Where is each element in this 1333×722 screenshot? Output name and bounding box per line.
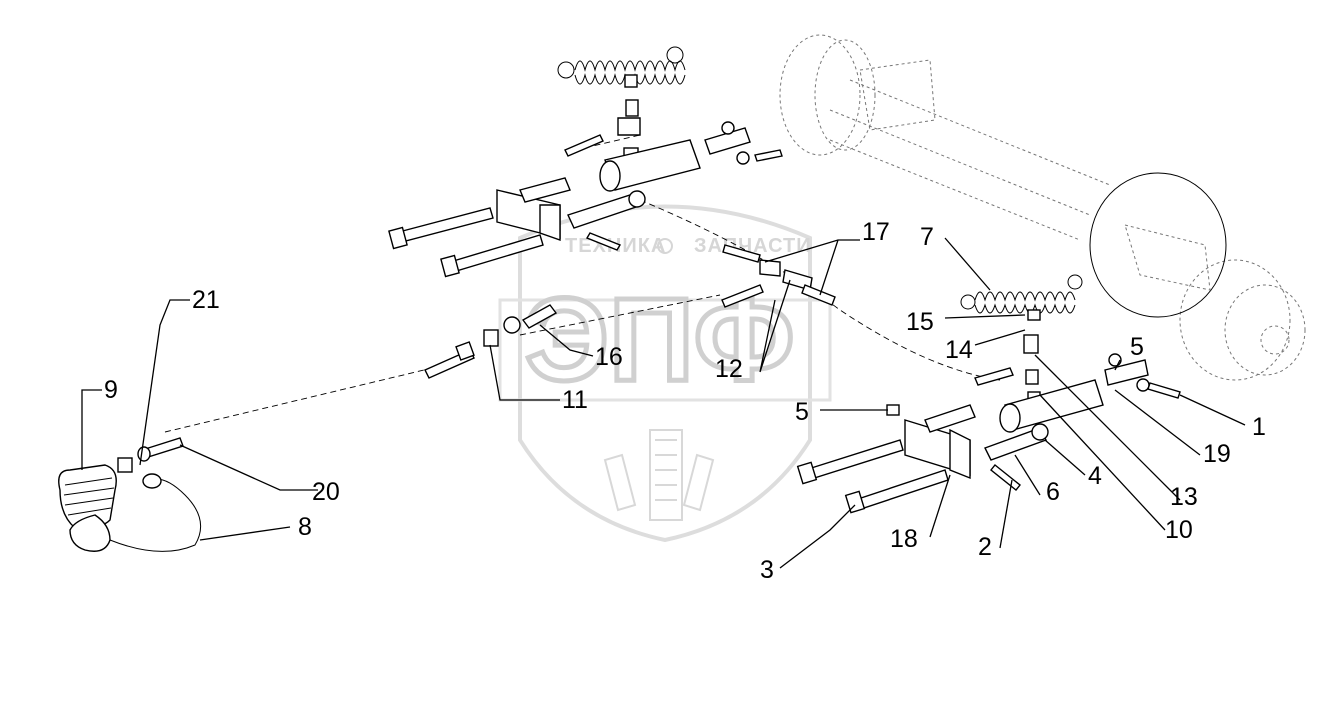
callout-19: 19: [1203, 440, 1231, 468]
callout-16: 16: [595, 343, 623, 371]
callout-4: 4: [1088, 462, 1102, 490]
callout-5-left: 5: [795, 398, 809, 426]
callout-5-right: 5: [1130, 333, 1144, 361]
callout-9: 9: [104, 376, 118, 404]
callout-15: 15: [906, 308, 934, 336]
leader-lines: [81, 237, 1246, 569]
middle-fittings: [424, 244, 836, 379]
watermark: ТЕХНИКА ЗАПЧАСТИ ЭПФ: [498, 204, 832, 543]
callout-13: 13: [1170, 483, 1198, 511]
callout-3: 3: [760, 556, 774, 584]
upper-assembly: [388, 74, 783, 278]
callout-10: 10: [1165, 516, 1193, 544]
callout-17: 17: [862, 218, 890, 246]
axle-assembly-ghost: [779, 34, 1306, 381]
callout-2: 2: [978, 533, 992, 561]
boot-assembly: [58, 437, 202, 552]
callout-20: 20: [312, 478, 340, 506]
upper-spring: [557, 46, 686, 85]
callout-7: 7: [920, 223, 934, 251]
callouts: 1 2 3 4 5 5 6 7 8 9 10 11 12 13 14 15 16…: [104, 218, 1266, 584]
callout-14: 14: [945, 336, 973, 364]
callout-1: 1: [1252, 413, 1266, 441]
callout-8: 8: [298, 513, 312, 541]
lower-spring: [960, 274, 1083, 314]
callout-6: 6: [1046, 478, 1060, 506]
watermark-wheat-icon: [603, 429, 715, 521]
watermark-gear-icon: [657, 238, 673, 254]
callout-12: 12: [715, 355, 743, 383]
lower-assembly: [796, 309, 1181, 514]
callout-11: 11: [562, 386, 588, 414]
callout-18: 18: [890, 525, 918, 553]
callout-21: 21: [192, 286, 220, 314]
